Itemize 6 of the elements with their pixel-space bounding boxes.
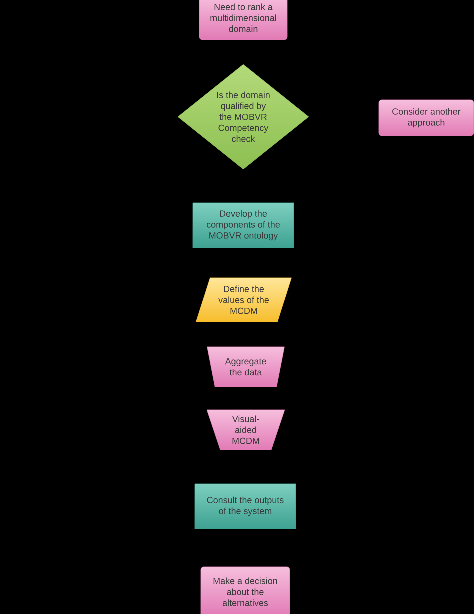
process-box: Consult the outputs of the system: [194, 484, 296, 530]
rounded-box: Need to rank a multidimensional domain: [199, 0, 288, 40]
process-box: Develop the components of the MOBVR ontology: [192, 202, 294, 248]
rounded-box: Make a decision about the alternatives: [200, 566, 290, 614]
trapezoid-box: Aggregate the data: [207, 346, 285, 388]
rounded-box: Consider another approach: [378, 100, 474, 136]
